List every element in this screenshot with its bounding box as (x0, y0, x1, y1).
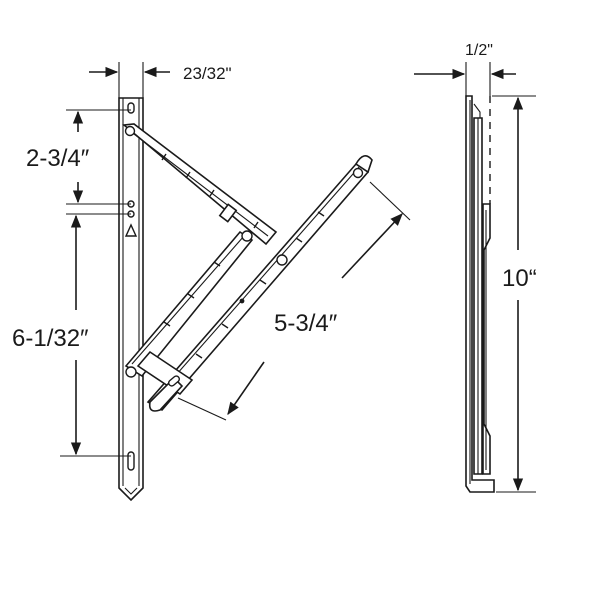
side-view (465, 95, 495, 493)
lower-arm-top-pivot (241, 230, 253, 242)
dim-overall-length-label: 10“ (502, 265, 537, 292)
dim-lower-length-label: 6-1/32″ (12, 325, 89, 352)
long-arm-pivot (276, 254, 288, 266)
dim-side-thickness: 1/2" (414, 42, 516, 96)
dim-overall-length: 10“ (492, 95, 537, 493)
track-top-slot (127, 102, 135, 114)
long-arm-end-hole (352, 167, 364, 179)
dim-lower-length: 6-1/32″ (12, 213, 131, 457)
dim-side-thickness-label: 1/2" (465, 42, 493, 59)
long-arm-rivet (239, 298, 245, 304)
dim-arm-length: 5-3/4″ (177, 181, 411, 421)
track-triangle-mark (124, 223, 138, 237)
lower-arm-track-pivot (125, 366, 137, 378)
upper-arm-pivot (124, 125, 136, 137)
lower-plate (136, 350, 194, 412)
upper-arm (122, 123, 278, 246)
dim-upper-spacing-label: 2-3/4″ (26, 145, 90, 172)
lower-arm (124, 230, 254, 378)
dim-track-width: 23/32" (89, 62, 232, 98)
dim-arm-length-label: 5-3/4″ (274, 310, 338, 337)
track-bottom-slot (127, 451, 135, 471)
track-front-view (118, 97, 144, 502)
dim-track-width-label: 23/32" (183, 64, 232, 83)
long-arm (146, 155, 373, 412)
dim-upper-spacing: 2-3/4″ (26, 109, 131, 205)
lower-plate-slot (168, 375, 180, 387)
